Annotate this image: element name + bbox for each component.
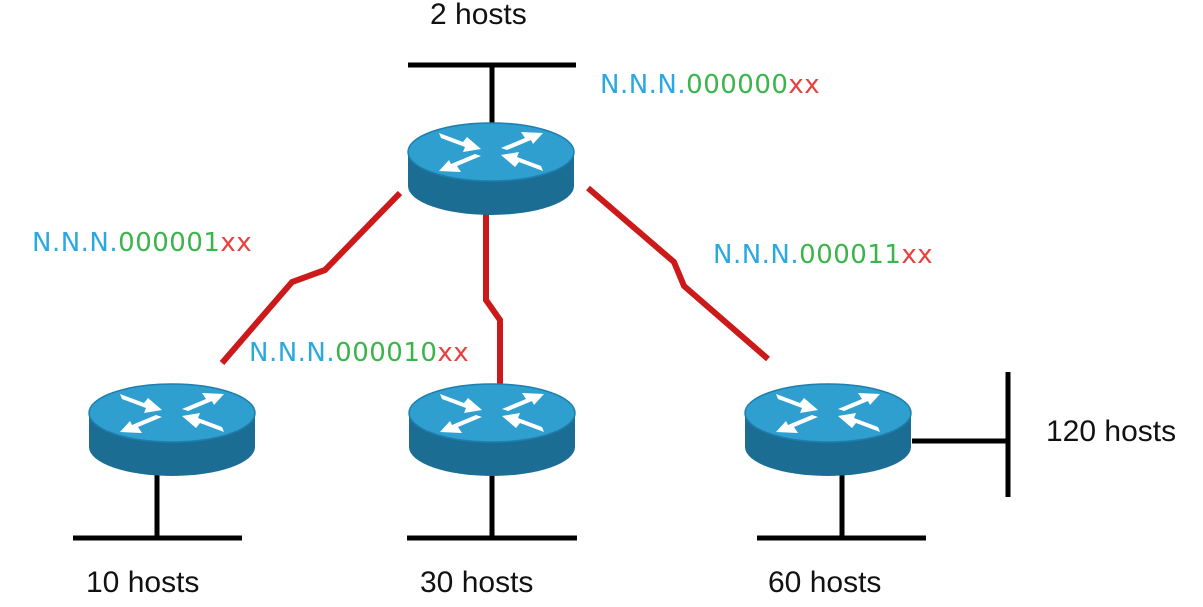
address-subnet-bits: 000001: [118, 228, 221, 258]
router-core-icon: [407, 122, 575, 216]
address-network-bits: N.N.N.: [249, 338, 336, 368]
address-middle-link: N.N.N.000010xx: [249, 340, 469, 366]
router-right-icon: [744, 383, 912, 477]
address-network-bits: N.N.N.: [713, 240, 800, 270]
address-host-bits: xx: [437, 338, 470, 368]
lan-lines: [73, 62, 1011, 541]
router-middle-icon: [408, 383, 576, 477]
address-subnet-bits: 000010: [335, 338, 438, 368]
address-host-bits: xx: [788, 70, 821, 100]
lan-top-label: 2 hosts: [430, 0, 527, 31]
lan-left-label: 10 hosts: [86, 566, 200, 599]
address-network-bits: N.N.N.: [32, 228, 119, 258]
serial-links: [219, 185, 770, 384]
serial-link-right: [586, 185, 770, 362]
address-top: N.N.N.000000xx: [600, 72, 820, 98]
address-host-bits: xx: [901, 240, 934, 270]
router-left-icon: [88, 383, 256, 477]
serial-link-left: [219, 190, 403, 365]
lan-right-bottom-label: 60 hosts: [768, 566, 882, 599]
serial-link-middle: [483, 212, 503, 384]
address-subnet-bits: 000011: [799, 240, 902, 270]
address-left-link: N.N.N.000001xx: [32, 230, 252, 256]
lan-right-side-label: 120 hosts: [1046, 415, 1177, 448]
address-right-link: N.N.N.000011xx: [713, 242, 933, 268]
address-network-bits: N.N.N.: [600, 70, 687, 100]
lan-middle-label: 30 hosts: [420, 566, 534, 599]
address-subnet-bits: 000000: [686, 70, 789, 100]
address-host-bits: xx: [220, 228, 253, 258]
